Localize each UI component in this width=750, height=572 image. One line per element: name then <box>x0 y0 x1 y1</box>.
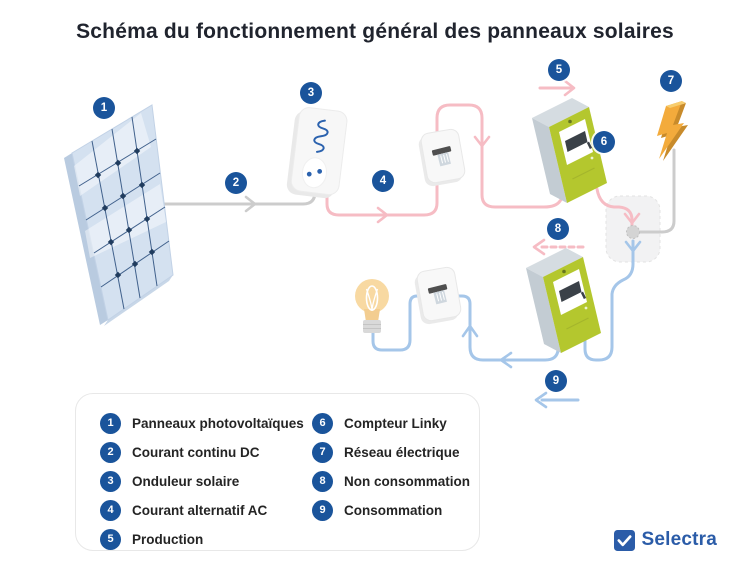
legend-label-6: Compteur Linky <box>344 416 447 431</box>
inverter-wave-icon <box>313 119 329 153</box>
legend-item-2: 2 Courant continu DC <box>100 442 312 463</box>
arrow-out-junction <box>624 240 642 253</box>
legend-item-9: 9 Consommation <box>312 500 470 521</box>
step-badge-1: 1 <box>93 97 115 119</box>
step-badge-8: 8 <box>547 218 569 240</box>
consumption-direction-arrow <box>534 391 580 409</box>
legend-badge-1: 1 <box>100 413 121 434</box>
arrow-consumption-up <box>461 324 479 338</box>
wire-grid <box>638 148 676 234</box>
legend-label-4: Courant alternatif AC <box>132 503 268 518</box>
legend-badge-5: 5 <box>100 529 121 550</box>
page-title: Schéma du fonctionnement général des pan… <box>76 20 674 43</box>
inverter-icon <box>286 107 348 199</box>
selectra-check-icon <box>614 529 636 551</box>
legend-label-5: Production <box>132 532 204 547</box>
wire-consumption-2 <box>457 294 560 362</box>
legend-item-1: 1 Panneaux photovoltaïques <box>100 413 312 434</box>
legend-column-1: 1 Panneaux photovoltaïques 2 Courant con… <box>100 413 312 550</box>
legend-column-2: 6 Compteur Linky 7 Réseau électrique 8 N… <box>312 413 470 550</box>
legend-badge-2: 2 <box>100 442 121 463</box>
brand-name: Selectra <box>641 529 717 550</box>
legend-item-3: 3 Onduleur solaire <box>100 471 312 492</box>
step-badge-7: 7 <box>660 70 682 92</box>
linky-meter-production <box>531 97 608 204</box>
legend-badge-7: 7 <box>312 442 333 463</box>
legend-item-5: 5 Production <box>100 529 312 550</box>
legend-label-2: Courant continu DC <box>132 445 260 460</box>
legend-label-1: Panneaux photovoltaïques <box>132 416 304 431</box>
wire-consumption-3 <box>371 294 423 352</box>
power-grid-bolt-icon <box>657 101 688 161</box>
legend-badge-4: 4 <box>100 500 121 521</box>
ac-breaker-production <box>416 127 468 188</box>
legend-item-6: 6 Compteur Linky <box>312 413 470 434</box>
legend-item-8: 8 Non consommation <box>312 471 470 492</box>
legend-label-9: Consommation <box>344 503 443 518</box>
step-badge-5: 5 <box>548 59 570 81</box>
step-badge-4: 4 <box>372 170 394 192</box>
non-consumption-direction-arrow <box>532 238 585 256</box>
wire-production-1 <box>325 103 566 217</box>
step-badge-2: 2 <box>225 172 247 194</box>
production-direction-arrow <box>538 79 576 97</box>
arrow-ac-right <box>376 206 389 224</box>
legend-item-7: 7 Réseau électrique <box>312 442 470 463</box>
legend-item-4: 4 Courant alternatif AC <box>100 500 312 521</box>
step-badge-6: 6 <box>593 131 615 153</box>
step-badge-9: 9 <box>545 370 567 392</box>
arrow-into-junction <box>623 212 641 225</box>
legend-badge-8: 8 <box>312 471 333 492</box>
arrow-dc-right <box>244 195 257 213</box>
legend-label-7: Réseau électrique <box>344 445 460 460</box>
ac-breaker-consumption <box>412 265 464 326</box>
panel-cell-dots <box>94 147 156 279</box>
selectra-logo: Selectra <box>614 529 717 551</box>
light-bulb-icon <box>355 279 389 333</box>
wire-consumption-1 <box>583 239 635 362</box>
legend-badge-6: 6 <box>312 413 333 434</box>
linky-meter-consumption <box>525 247 602 354</box>
legend-label-8: Non consommation <box>344 474 471 489</box>
legend-badge-9: 9 <box>312 500 333 521</box>
arrow-down-loop <box>473 135 491 148</box>
legend-badge-3: 3 <box>100 471 121 492</box>
step-badge-3: 3 <box>300 82 322 104</box>
solar-panel-icon <box>64 104 174 326</box>
arrow-consumption-left <box>499 351 513 369</box>
legend-label-3: Onduleur solaire <box>132 474 240 489</box>
legend-panel: 1 Panneaux photovoltaïques 2 Courant con… <box>75 393 480 551</box>
wire-production-2 <box>595 187 634 229</box>
junction-dot <box>626 225 640 239</box>
